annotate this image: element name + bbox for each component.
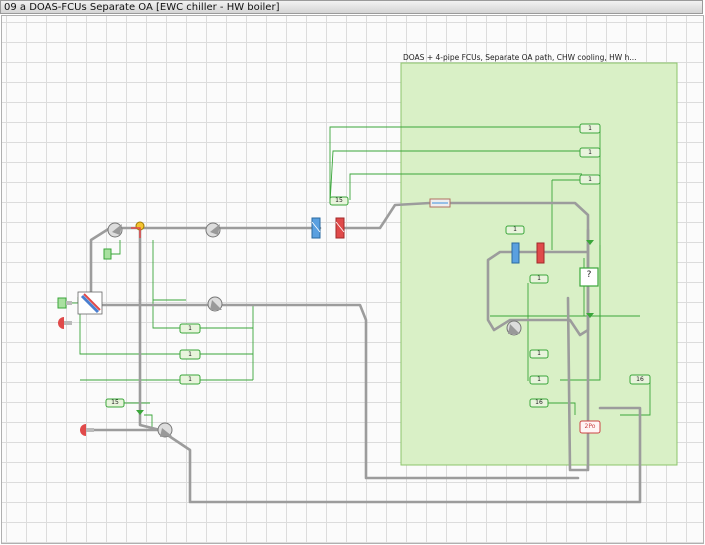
tag-label: 16 [636, 376, 644, 383]
tag-label: 1 [188, 376, 192, 383]
tag-7 [179, 323, 201, 334]
tag-label: 1 [188, 325, 192, 332]
tag-label: 16 [535, 399, 543, 406]
pump[interactable] [579, 420, 601, 434]
tag-label: 1 [537, 350, 541, 357]
pump-label: 2Po [584, 423, 596, 430]
heating-coil[interactable] [335, 217, 345, 239]
return-fan[interactable] [207, 296, 223, 312]
tag-label: 15 [111, 399, 119, 406]
zone-junction-node[interactable] [579, 267, 599, 287]
tag-3 [579, 174, 601, 185]
tag-1 [579, 123, 601, 134]
exhaust-air-outlet[interactable] [58, 317, 72, 329]
tag-label: 1 [513, 226, 517, 233]
tag-13 [629, 374, 651, 385]
zone-fan[interactable] [506, 320, 522, 336]
supply-diffuser[interactable] [429, 198, 451, 208]
tag-label: 1 [588, 176, 592, 183]
cooling-coil[interactable] [311, 217, 321, 239]
fcu-cooling-coil[interactable] [511, 242, 520, 264]
exhaust-fan[interactable] [157, 422, 173, 438]
zone-junction-label: ? [586, 270, 592, 280]
mixing-damper[interactable] [131, 221, 145, 238]
outdoor-air-inlet[interactable] [57, 297, 72, 309]
supply-air-inlet[interactable] [103, 248, 112, 260]
tags [105, 123, 651, 408]
tag-9 [179, 374, 201, 385]
tag-label: 1 [588, 149, 592, 156]
tag-label: 1 [537, 376, 541, 383]
tag-12 [529, 398, 549, 408]
supply-fan-1[interactable] [107, 222, 123, 238]
tag-11 [529, 375, 549, 385]
tag-label: 1 [188, 351, 192, 358]
tag-6 [529, 274, 549, 284]
tag-label: 15 [335, 197, 343, 204]
tag-14 [105, 398, 125, 408]
zone-label: DOAS + 4-pipe FCUs, Separate OA path, CH… [403, 53, 637, 62]
tag-4 [329, 196, 349, 206]
tag-8 [179, 349, 201, 360]
tag-label: 1 [588, 125, 592, 132]
tag-10 [529, 349, 549, 359]
tag-5 [505, 225, 525, 235]
tag-label: 1 [537, 275, 541, 282]
zone-box[interactable] [400, 62, 678, 466]
window-title: 09 a DOAS-FCUs Separate OA [EWC chiller … [0, 0, 703, 14]
relief-air-outlet[interactable] [80, 424, 94, 436]
tag-2 [579, 147, 601, 158]
heat-recovery-exchanger[interactable] [77, 291, 103, 315]
supply-fan-2[interactable] [205, 222, 221, 238]
fcu-heating-coil[interactable] [536, 242, 545, 264]
flow-arrows [136, 240, 594, 415]
